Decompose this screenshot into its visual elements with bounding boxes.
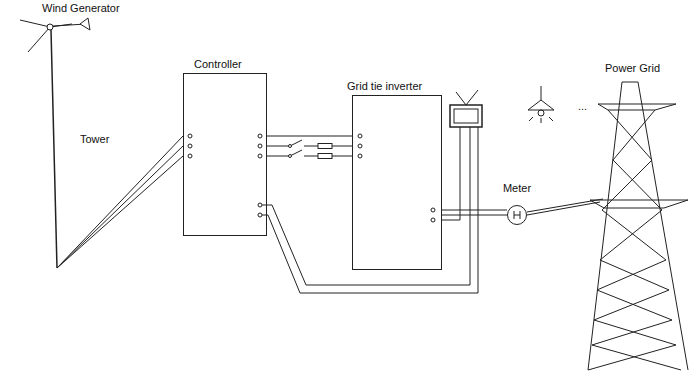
meter-glyph: [508, 206, 526, 224]
power-grid-pylon: [588, 82, 688, 370]
wire-connector: [442, 215, 507, 216]
lamp-symbol: [528, 86, 554, 123]
grid-label: Power Grid: [605, 62, 660, 75]
node-heading: Grid tie inverter: [347, 80, 422, 93]
inverter-box: Grid tie inverter: [352, 95, 442, 270]
terminals: [188, 134, 435, 222]
node-heading: Meter: [503, 182, 531, 195]
ellipsis-label: ...: [578, 100, 587, 113]
tower-label: Tower: [80, 133, 109, 146]
node-heading: Controller: [194, 58, 242, 71]
generator-label: Wind Generator: [42, 2, 120, 15]
switch-fuse-wires: [267, 140, 352, 159]
wire-connector: [267, 136, 352, 137]
tv-symbol: [450, 90, 482, 127]
controller-box: Controller: [183, 73, 267, 236]
generator-wires: [57, 136, 183, 268]
wind-turbine: [20, 18, 90, 268]
meter-circle: Meter: [507, 205, 527, 225]
